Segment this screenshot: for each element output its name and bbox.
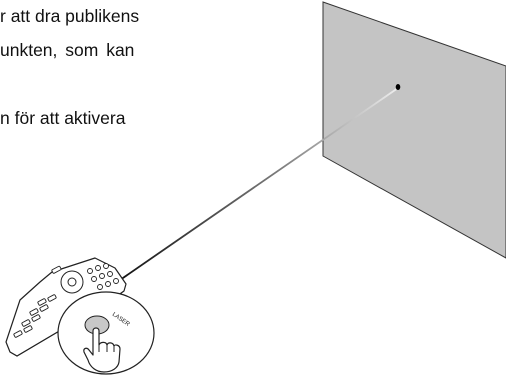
instruction-text-line-3: n för att aktivera [0,108,126,128]
pointing-hand-icon [83,327,121,373]
laser-button-callout: LASER [57,291,155,375]
laser-dot-icon [395,84,401,90]
laser-beam [119,87,399,281]
callout-circle [57,291,155,375]
instruction-text-line-1: r att dra publikens [0,6,140,26]
remote-buttons [13,263,119,338]
projection-screen [322,1,506,259]
remote-control [5,257,127,357]
instruction-text-line-2: unkten, som kan [0,40,135,60]
